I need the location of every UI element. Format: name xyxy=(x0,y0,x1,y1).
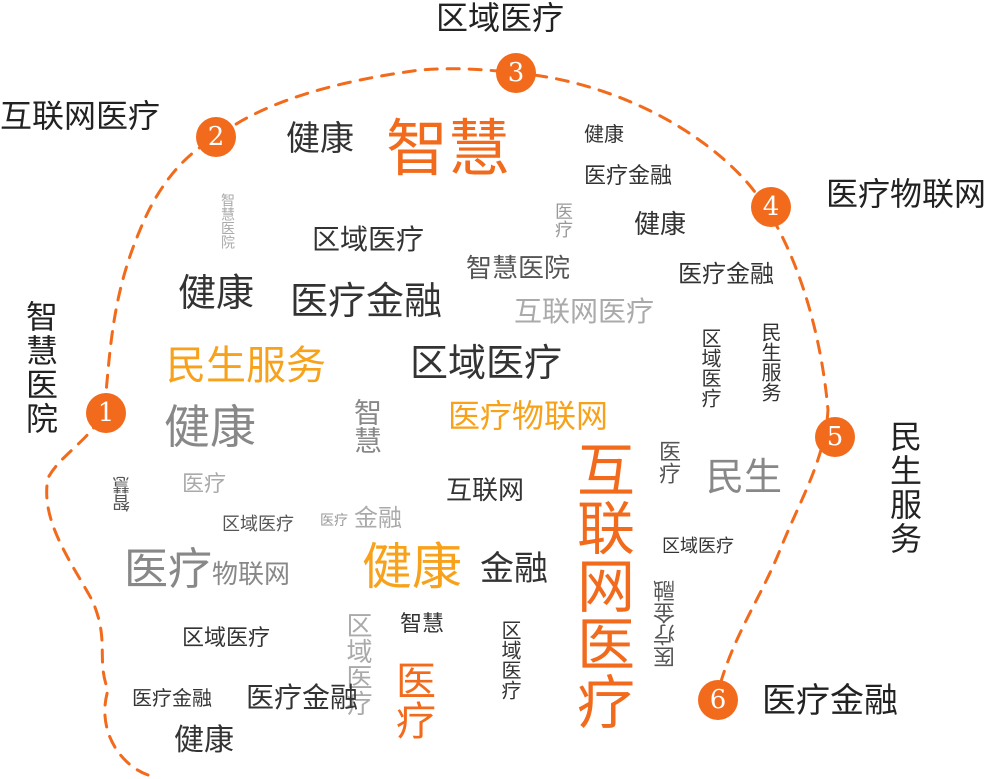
cloud-word: 区域医疗 xyxy=(698,328,722,408)
cloud-word: 互联网医疗 xyxy=(514,295,655,328)
cloud-word: 互联网 xyxy=(446,476,525,506)
cloud-word: 智慧 xyxy=(112,476,133,512)
cloud-word: 健康 xyxy=(286,119,354,159)
node-6-marker: 6 xyxy=(698,680,738,720)
node-label-6: 医疗金融 xyxy=(762,681,898,721)
cloud-word: 医疗金融 xyxy=(584,164,673,189)
cloud-word: 互联网医疗 xyxy=(567,440,635,730)
cloud-word: 医疗 xyxy=(182,472,227,497)
cloud-word: 区域医疗 xyxy=(342,612,372,716)
cloud-word: 医疗 xyxy=(655,440,680,484)
cloud-word: 健康 xyxy=(178,271,255,315)
cloud-word: 医疗物联网 xyxy=(448,397,609,435)
node-label-4: 医疗物联网 xyxy=(826,175,987,213)
cloud-word: 物联网 xyxy=(212,560,291,590)
cloud-word: 智慧 xyxy=(350,398,383,454)
cloud-word: 医疗 xyxy=(124,544,212,595)
cloud-word: 医疗 xyxy=(320,513,348,529)
cloud-word: 医疗金融 xyxy=(654,580,679,668)
cloud-word: 区域医疗 xyxy=(498,620,522,700)
cloud-word: 医疗 xyxy=(389,660,435,740)
cloud-word: 智慧医院 xyxy=(219,193,235,249)
cloud-word: 智慧医院 xyxy=(466,254,571,284)
cloud-word: 健康 xyxy=(584,122,624,146)
cloud-word: 民生服务 xyxy=(758,322,782,402)
node-label-2: 互联网医疗 xyxy=(0,97,161,135)
cloud-word: 医疗金融 xyxy=(246,681,359,714)
cloud-word: 健康 xyxy=(634,210,687,240)
cloud-word: 医疗 xyxy=(552,202,573,238)
cloud-word: 智慧 xyxy=(386,112,511,185)
node-2-marker: 2 xyxy=(196,117,236,157)
cloud-word: 医疗金融 xyxy=(678,260,774,288)
cloud-word: 民生服务 xyxy=(166,343,326,389)
node-label-1: 智慧医院 xyxy=(21,300,59,436)
cloud-word: 健康 xyxy=(164,400,256,454)
node-3-marker: 3 xyxy=(496,53,536,93)
cloud-word: 区域医疗 xyxy=(312,223,425,256)
cloud-word: 智慧 xyxy=(400,612,445,637)
cloud-word: 健康 xyxy=(362,538,462,596)
node-label-5: 民生服务 xyxy=(885,420,923,556)
cloud-word: 健康 xyxy=(174,723,234,758)
cloud-word: 民生 xyxy=(706,455,783,499)
cloud-word: 医疗金融 xyxy=(132,686,212,710)
cloud-word: 金融 xyxy=(354,504,402,532)
cloud-word: 区域医疗 xyxy=(182,626,271,651)
node-label-3: 区域医疗 xyxy=(436,0,565,37)
cloud-word: 金融 xyxy=(480,549,548,589)
cloud-word: 区域医疗 xyxy=(410,341,563,385)
node-1-marker: 1 xyxy=(86,393,126,433)
cloud-word: 区域医疗 xyxy=(662,536,734,557)
node-5-marker: 5 xyxy=(815,417,855,457)
node-4-marker: 4 xyxy=(751,187,791,227)
cloud-word: 区域医疗 xyxy=(222,514,294,535)
cloud-word: 医疗金融 xyxy=(290,279,443,323)
